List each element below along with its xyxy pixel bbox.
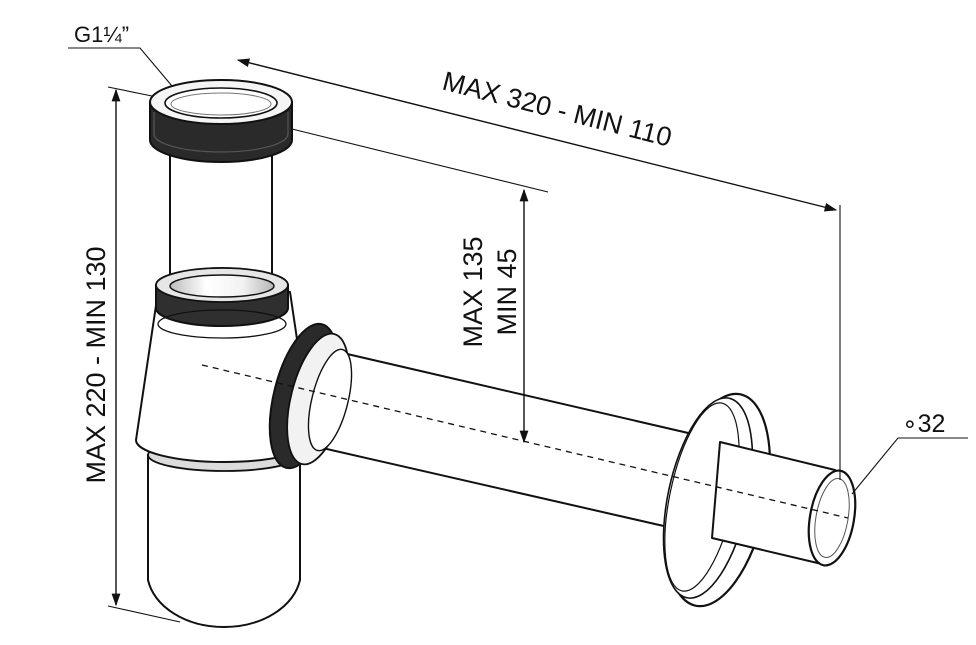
dimension-vertical-height: MAX 220 - MIN 130 (81, 86, 181, 623)
elbow-nut (268, 322, 353, 470)
leader-pipe-diameter: ∘32 (851, 410, 968, 495)
pipe-end (711, 441, 857, 567)
label-thread-size: G1¼” (74, 22, 129, 47)
leader-thread-size: G1¼” (68, 22, 173, 87)
label-outlet-height-max: MAX 135 (458, 236, 488, 347)
siphon-body (135, 267, 313, 629)
top-nut (149, 79, 293, 163)
label-vertical-height: MAX 220 - MIN 130 (81, 246, 111, 483)
dimension-outlet-height: MAX 135 MIN 45 (458, 188, 529, 444)
label-outlet-height-min: MIN 45 (492, 248, 522, 335)
label-pipe-diameter: ∘32 (902, 410, 945, 438)
